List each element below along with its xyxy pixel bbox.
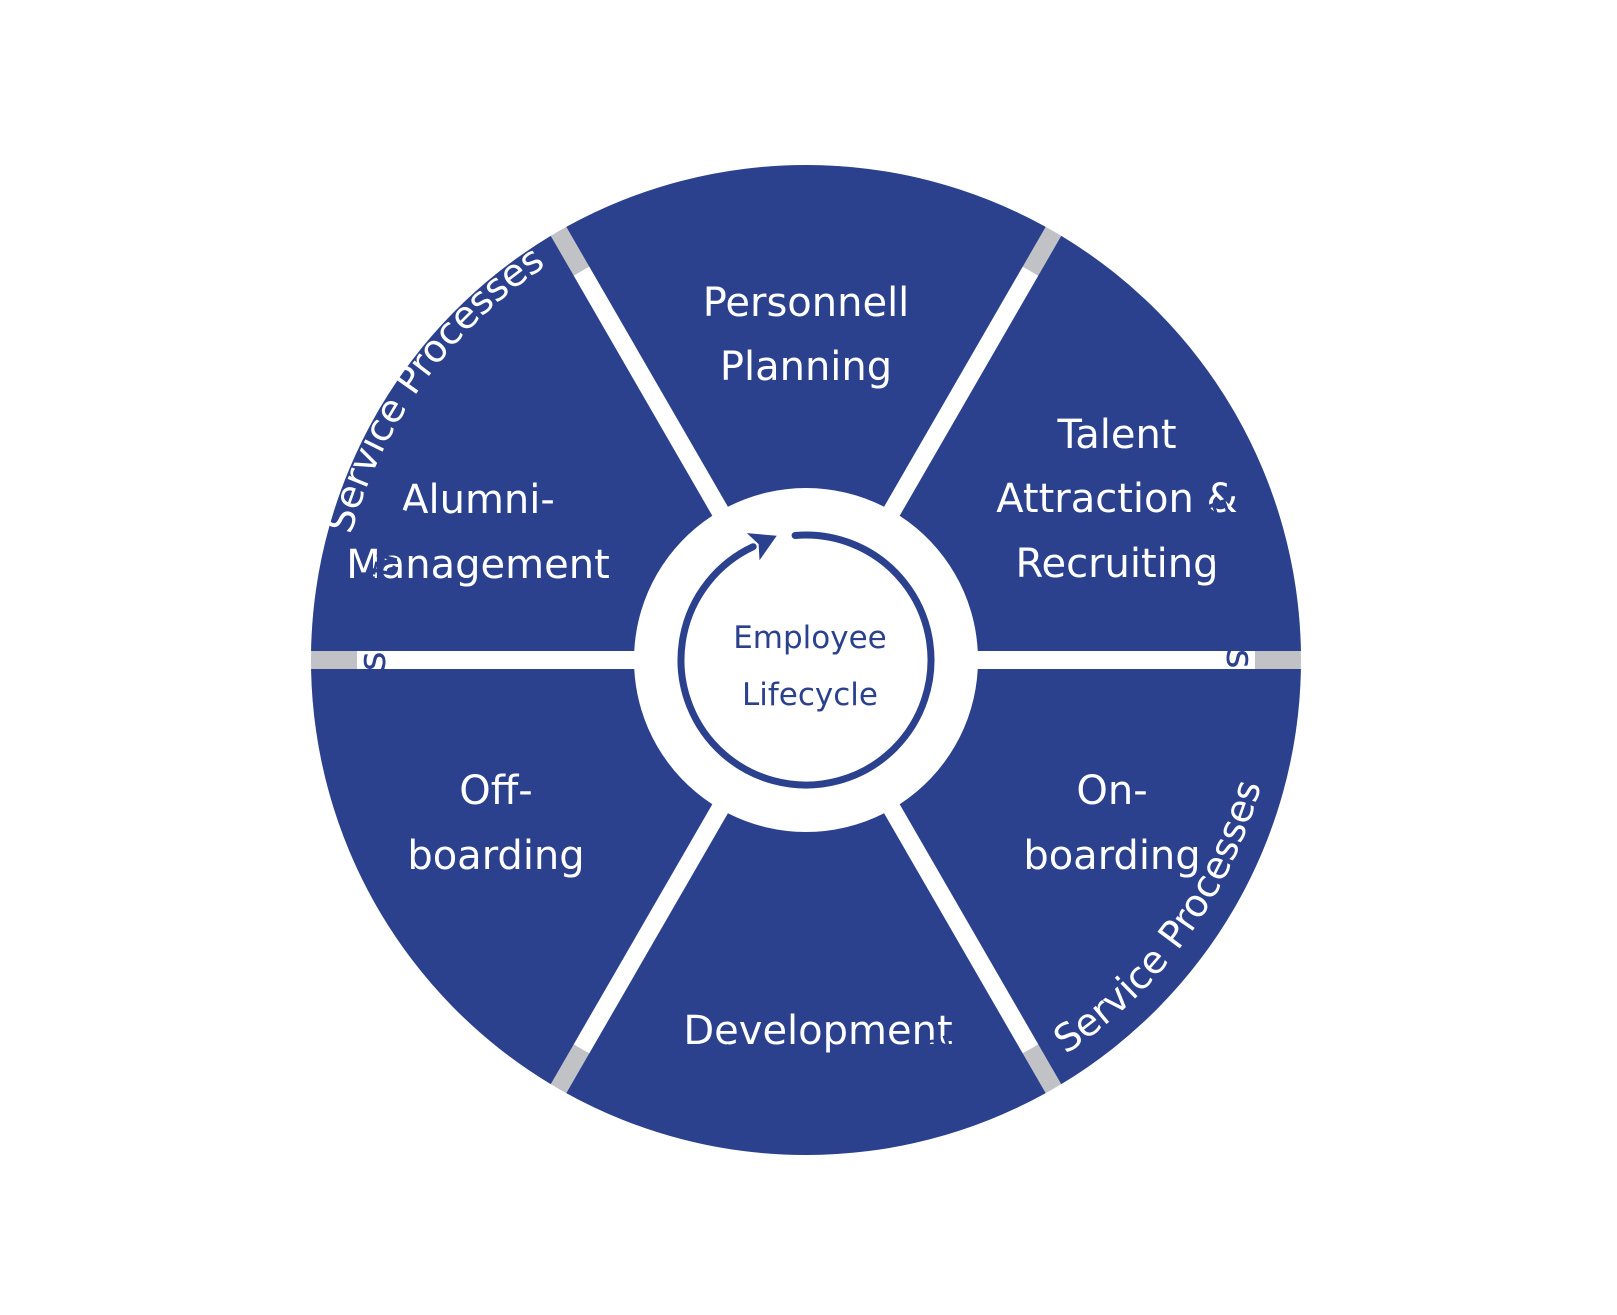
segment-offboarding xyxy=(311,668,713,1085)
segment-development-label: Development xyxy=(683,1008,952,1054)
segment-alumni-management xyxy=(311,235,713,652)
svg-text:boarding: boarding xyxy=(407,833,584,879)
svg-text:On-: On- xyxy=(1076,768,1147,814)
segment-personnel-planning xyxy=(566,165,1046,507)
svg-text:Recruiting: Recruiting xyxy=(1015,541,1218,587)
svg-text:Alumni-: Alumni- xyxy=(401,477,555,523)
center-disk xyxy=(638,492,974,828)
segment-offboarding-label: Off- boarding xyxy=(407,768,584,879)
segment-talent-attraction-recruiting xyxy=(899,235,1301,652)
center-label-line1: Employee xyxy=(733,620,887,656)
svg-text:Planning: Planning xyxy=(720,344,892,390)
segment-personnel-planning-label: Personnell Planning xyxy=(703,280,910,390)
svg-text:Talent: Talent xyxy=(1056,412,1176,458)
svg-text:Attraction &: Attraction & xyxy=(996,476,1238,522)
svg-text:boarding: boarding xyxy=(1023,833,1200,879)
center-label-line2: Lifecycle xyxy=(742,677,878,713)
svg-text:Personnell: Personnell xyxy=(703,280,910,326)
segment-alumni-management-label: Alumni- Management xyxy=(346,477,610,588)
svg-text:Management: Management xyxy=(346,542,610,588)
cycle-arrow-icon xyxy=(677,531,935,789)
lifecycle-segments xyxy=(311,165,1301,1155)
segment-development xyxy=(566,813,1046,1155)
svg-text:Off-: Off- xyxy=(459,768,532,814)
segment-talent-attraction-label: Talent Attraction & Recruiting xyxy=(996,412,1238,587)
svg-text:Development: Development xyxy=(683,1008,952,1054)
segment-onboarding-label: On- boarding xyxy=(1023,768,1200,879)
segment-onboarding xyxy=(899,668,1301,1085)
